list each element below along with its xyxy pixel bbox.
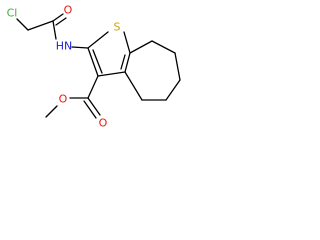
- bond-c7-c6: [174, 52, 181, 81]
- bond-amide-co-2: [55, 17, 67, 26]
- bond-c3a-c7a-2: [120, 54, 126, 70]
- bond-c3-ester-c: [87, 75, 99, 99]
- atom-labels: Cl O HN S O O: [7, 4, 121, 130]
- bond-c4-c3a: [124, 71, 143, 101]
- atom-chlorine: Cl: [7, 7, 18, 20]
- bond-amide-co-1: [52, 13, 64, 22]
- bond-c8-c7: [151, 40, 176, 54]
- bond-ch2-carbonyl: [27, 20, 54, 31]
- bond-s-c7a: [123, 31, 131, 54]
- bond-c2-c3-1: [87, 47, 99, 77]
- bond-n-c2: [71, 46, 89, 49]
- bond-c3a-c7a-1: [124, 52, 131, 73]
- bond-ester-co-2: [83, 100, 97, 119]
- atom-sulfur: S: [114, 21, 121, 34]
- bond-carbonyl-n: [52, 20, 57, 40]
- bonds: [16, 13, 181, 119]
- atom-oxygen-ester: O: [59, 93, 68, 106]
- bond-c3-c3a: [97, 71, 126, 77]
- bond-cl-ch2: [16, 18, 29, 31]
- atom-nitrogen-nh: HN: [56, 40, 73, 53]
- atom-oxygen-ester-carbonyl: O: [99, 117, 108, 130]
- bond-c6-c5: [165, 79, 181, 101]
- bond-c2-s: [87, 31, 109, 49]
- bond-c7a-c8: [129, 40, 153, 54]
- molecule-structure: Cl O HN S O O: [7, 4, 181, 130]
- bond-ester-co-1: [87, 97, 101, 116]
- bond-o-ch3: [45, 105, 58, 118]
- bond-c2-c3-2: [92, 49, 103, 74]
- atom-oxygen-amide: O: [64, 4, 73, 17]
